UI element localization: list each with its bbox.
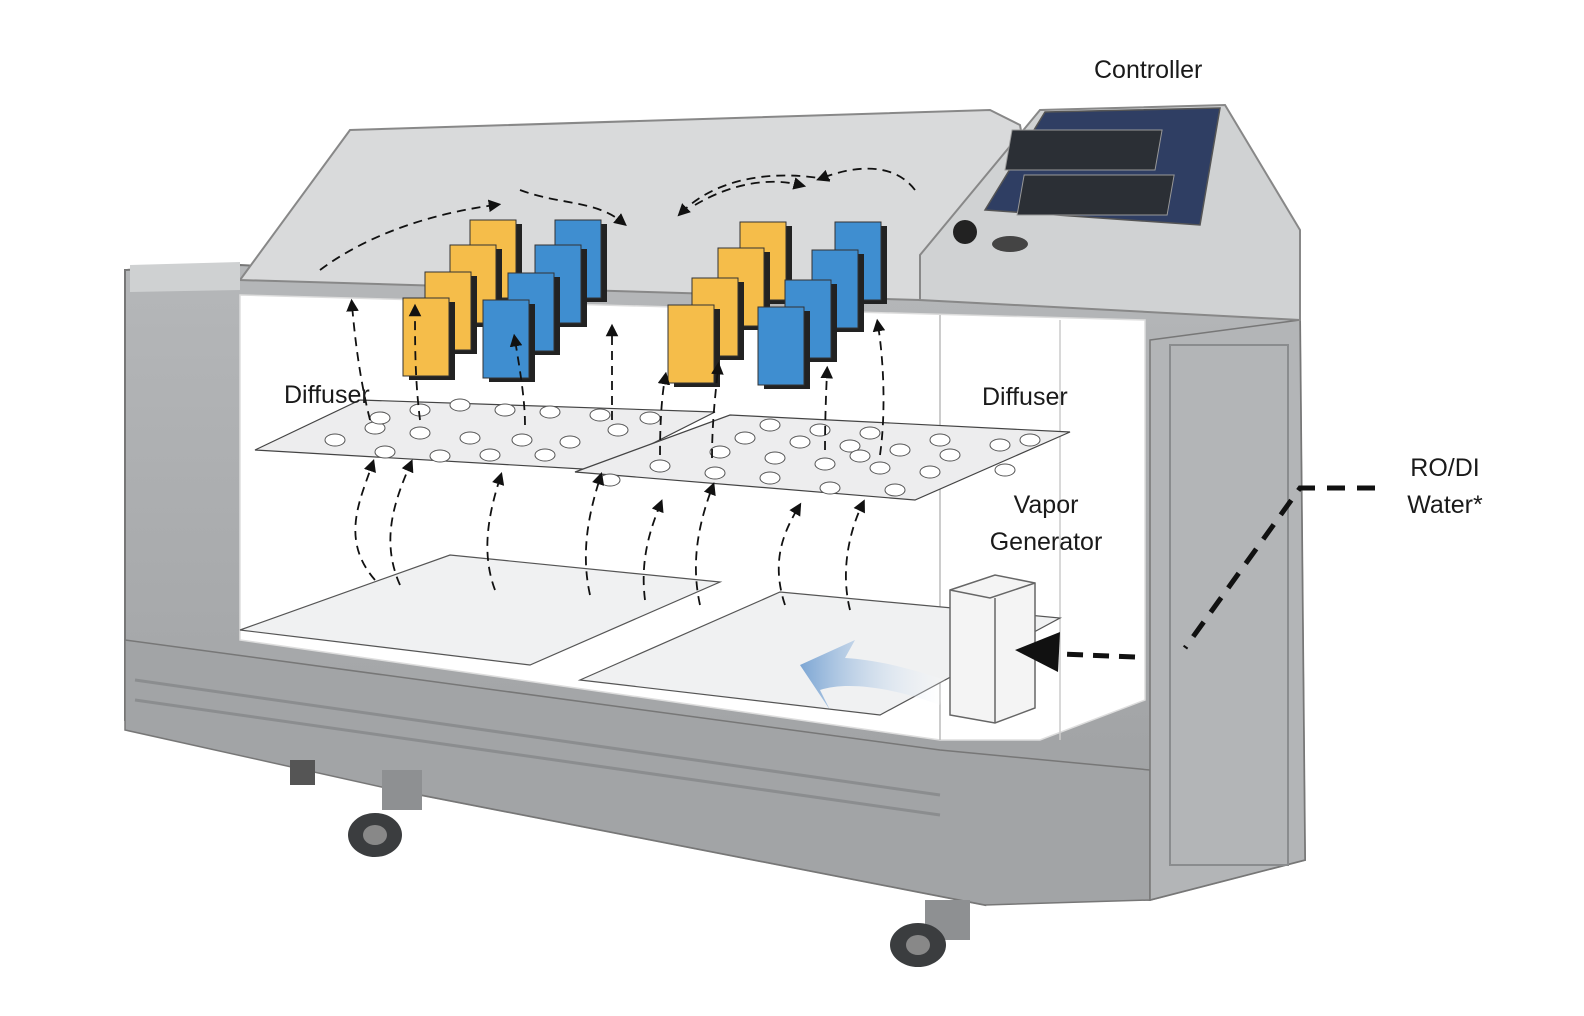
diffuser-hole (369, 411, 391, 425)
diffuser-hole (929, 433, 951, 447)
diffuser-hole (649, 459, 671, 473)
airflow-arrow (695, 482, 716, 606)
diffuser-hole (1019, 433, 1041, 447)
diffuser-hole (459, 431, 481, 445)
diffuser-hole (607, 423, 629, 437)
diffuser-hole (859, 426, 881, 440)
ro-di-water-label: RO/DI Water* (1395, 450, 1495, 524)
airflow-arrows (319, 167, 916, 611)
controller-label: Controller (1094, 56, 1203, 84)
diffuser-hole (534, 448, 556, 462)
airflow-arrow (509, 333, 526, 426)
airflow-arrow (845, 499, 865, 611)
caster-right (890, 900, 970, 967)
diffuser-hole (759, 418, 781, 432)
water-feed-line (1182, 485, 1375, 650)
diffuser-hole (479, 448, 501, 462)
diffuser-right-label: Diffuser (982, 383, 1068, 411)
vapor-generator-box (949, 574, 1036, 724)
airflow-arrow (389, 459, 414, 586)
diffuser-hole (539, 405, 561, 419)
diffuser-hole (759, 471, 781, 485)
airflow-arrow (657, 371, 671, 456)
diffuser-hole (324, 433, 346, 447)
airflow-arrow (677, 174, 831, 217)
vapor-flow-arrow (800, 640, 945, 710)
diffuser-hole (994, 463, 1016, 477)
vapor-generator-label-line2: Generator (989, 528, 1103, 556)
diffuser-holes (324, 398, 1041, 497)
diffuser-hole (869, 461, 891, 475)
airflow-arrow (694, 177, 807, 206)
diffuser-hole (764, 451, 786, 465)
caster-left (290, 760, 422, 857)
diffuser-hole (919, 465, 941, 479)
diffuser-hole (704, 466, 726, 480)
airflow-arrow (872, 318, 886, 456)
diffuser-hole (939, 448, 961, 462)
diffuser-hole (374, 445, 396, 459)
diffuser-hole (884, 483, 906, 497)
diffuser-hole (809, 423, 831, 437)
diffuser-hole (734, 431, 756, 445)
diffuser-hole (449, 398, 471, 412)
diffuser-hole (709, 445, 731, 459)
airflow-arrow (584, 471, 605, 596)
diffuser-hole (494, 403, 516, 417)
diffuser-left-label: Diffuser (284, 381, 370, 409)
diffuser-hole (511, 433, 533, 447)
tray-right (577, 591, 1063, 716)
airflow-arrow (346, 298, 371, 421)
airflow-arrow (408, 303, 422, 421)
diffuser-hole (639, 411, 661, 425)
blue-panel (482, 299, 530, 379)
controller-button (992, 236, 1028, 252)
controller-console (919, 103, 1301, 322)
diffuser-hole (599, 473, 621, 487)
vapor-generator-label: Vapor Generator (978, 487, 1114, 561)
yellow-panel (402, 297, 450, 377)
airflow-arrow (319, 199, 502, 271)
diffuser-hole (429, 449, 451, 463)
controller-screen-top (1004, 129, 1163, 171)
airflow-arrow (354, 459, 376, 581)
diffuser-hole (989, 438, 1011, 452)
vapor-generator-label-line1: Vapor (1013, 491, 1079, 519)
controller-screen-bottom (1016, 174, 1175, 216)
blue-panel (757, 306, 805, 386)
airflow-arrow (820, 365, 834, 451)
ro-di-water-label-line2: Water* (1407, 491, 1483, 519)
tray-left (239, 554, 723, 666)
diffuser-hole (589, 408, 611, 422)
diffuser-hole (789, 435, 811, 449)
airflow-arrow (816, 167, 916, 191)
airflow-arrow (519, 189, 627, 226)
diffuser-hole (409, 426, 431, 440)
controller-knob (953, 220, 977, 244)
diffuser-hole (849, 449, 871, 463)
diffuser-hole (559, 435, 581, 449)
ro-di-water-label-line1: RO/DI (1410, 454, 1480, 482)
diffuser-hole (819, 481, 841, 495)
airflow-arrow (642, 499, 664, 601)
airflow-arrow (711, 361, 724, 459)
diffuser-hole (889, 443, 911, 457)
diffuser-hole (814, 457, 836, 471)
airflow-arrow (777, 502, 802, 606)
water-inlet-arrowhead (1015, 632, 1060, 672)
water-inlet-arrow (1059, 651, 1136, 660)
yellow-panel (667, 304, 715, 384)
diffuser-hole (839, 439, 861, 453)
